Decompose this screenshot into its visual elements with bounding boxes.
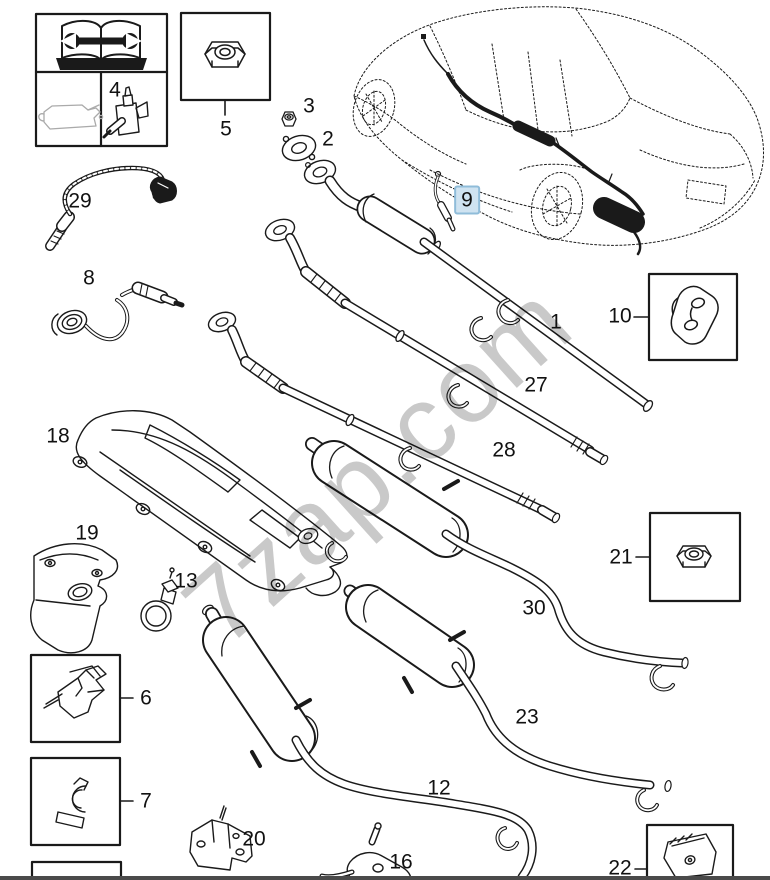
part-label-8[interactable]: 8 (83, 266, 95, 290)
car-exhaust-overlay (421, 34, 645, 256)
legend-box (34, 12, 169, 148)
car-front-wheel (352, 79, 396, 137)
part-label-5[interactable]: 5 (220, 117, 232, 141)
part-10-hanger-box (647, 272, 739, 362)
clip-plate-icon (663, 833, 717, 879)
nut-icon-small (676, 545, 712, 568)
part-label-18[interactable]: 18 (46, 424, 70, 448)
partial-box-bottom-left (30, 860, 123, 880)
part-5-nut-box (179, 11, 272, 102)
part-label-23[interactable]: 23 (515, 705, 539, 729)
part-30-resonator-pipe (297, 437, 689, 692)
part-label-20[interactable]: 20 (242, 827, 266, 851)
part-label-10[interactable]: 10 (608, 304, 632, 328)
clip-icon (43, 665, 107, 719)
part-label-12[interactable]: 12 (427, 776, 451, 800)
part-label-16[interactable]: 16 (389, 850, 413, 874)
part-label-6[interactable]: 6 (140, 686, 152, 710)
part-label-29[interactable]: 29 (68, 189, 92, 213)
part-13-clamp (140, 567, 179, 632)
part-label-27[interactable]: 27 (524, 373, 548, 397)
leader-lines (119, 99, 651, 870)
book-and-wrench-icon (56, 20, 147, 70)
part-9-oxygen-sensor (433, 170, 456, 232)
part-19-small-shield (30, 543, 119, 654)
part-22-clip-box (645, 823, 735, 880)
part-18-heat-shield (72, 410, 348, 597)
part-label-22[interactable]: 22 (608, 856, 632, 880)
part-8-oxygen-sensor (51, 281, 185, 342)
part-21-nut-box (648, 511, 742, 603)
oil-can-icon (38, 104, 104, 130)
part-23-muffler (343, 584, 672, 813)
part-label-2[interactable]: 2 (322, 127, 334, 151)
part-12-rear-muffler-pipe (201, 604, 537, 880)
adhesive-bottle-icon (102, 86, 149, 139)
part-label-28[interactable]: 28 (492, 438, 516, 462)
bottom-edge-bar (0, 876, 770, 880)
part-label-7[interactable]: 7 (140, 789, 152, 813)
nut-icon (204, 41, 246, 68)
part-label-1[interactable]: 1 (550, 310, 562, 334)
part-3-nut (281, 111, 297, 127)
part-label-9[interactable]: 9 (454, 185, 480, 215)
clamp-icon (55, 777, 89, 829)
part-1-front-pipe (303, 159, 654, 412)
part-label-13[interactable]: 13 (174, 569, 198, 593)
part-label-3[interactable]: 3 (303, 94, 315, 118)
part-27-exhaust-pipe (264, 218, 609, 466)
part-label-4[interactable]: 4 (109, 78, 121, 102)
part-label-19[interactable]: 19 (75, 521, 99, 545)
part-label-30[interactable]: 30 (522, 596, 546, 620)
part-label-21[interactable]: 21 (609, 545, 633, 569)
part-20-bracket (189, 805, 253, 871)
part-29-oxygen-sensor (45, 165, 177, 251)
car-rear-wheel (530, 171, 584, 241)
part-28-exhaust-pipe (207, 311, 561, 524)
part-2-flange-gasket (281, 134, 317, 162)
rubber-hanger-icon (670, 285, 719, 345)
